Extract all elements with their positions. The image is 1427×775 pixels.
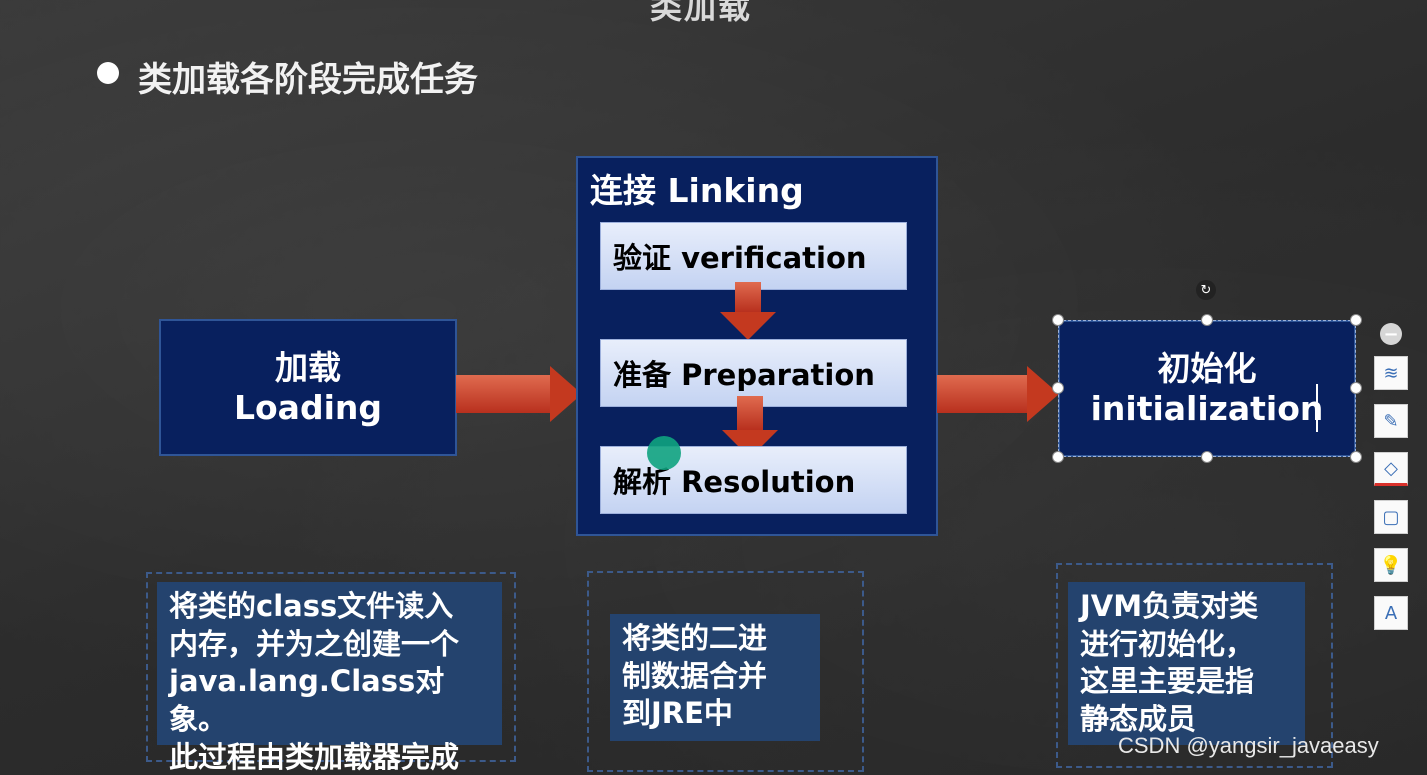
note-line: 将类的class文件读入	[169, 589, 454, 623]
resize-handle[interactable]	[1201, 314, 1213, 326]
slide-top-title: 类加载	[650, 0, 753, 26]
move-cursor-icon	[647, 436, 681, 470]
loading-note-frame	[146, 572, 516, 762]
lightbulb-icon[interactable]: 💡	[1374, 548, 1408, 582]
note-line: 此过程由类加载器完成	[169, 739, 460, 774]
preparation-step[interactable]: 准备 Preparation	[600, 339, 907, 407]
collapse-icon[interactable]: −	[1380, 323, 1402, 345]
note-line: 内存，并为之创建一个	[169, 626, 460, 661]
linking-note-frame	[587, 571, 864, 772]
linking-stage-box[interactable]: 连接 Linking 验证 verification 准备 Preparatio…	[576, 156, 938, 536]
loading-label-cn: 加载	[275, 347, 341, 387]
linking-title: 连接 Linking	[590, 171, 804, 210]
verification-label: 验证 verification	[613, 241, 867, 275]
bullet-icon	[97, 62, 119, 84]
resize-handle[interactable]	[1052, 451, 1064, 463]
note-line: java.lang.Class对象。	[169, 664, 445, 737]
note-line: 到JRE中	[622, 696, 733, 731]
init-note[interactable]: JVM负责对类 进行初始化， 这里主要是指 静态成员	[1068, 582, 1305, 745]
resize-handle[interactable]	[1201, 451, 1213, 463]
resize-handle[interactable]	[1350, 314, 1362, 326]
linking-note[interactable]: 将类的二进 制数据合并 到JRE中	[610, 614, 820, 741]
note-line: 这里主要是指	[1080, 664, 1255, 699]
arrow-right-icon	[937, 366, 1059, 422]
text-caret	[1316, 384, 1318, 432]
brush-icon[interactable]: ✎	[1374, 404, 1408, 438]
slide-heading: 类加载各阶段完成任务	[138, 60, 478, 100]
text-format-icon[interactable]: A	[1374, 596, 1408, 630]
note-line: 将类的二进	[622, 621, 768, 655]
frame-icon[interactable]: ▢	[1374, 500, 1408, 534]
initialization-label-cn: 初始化	[1157, 348, 1257, 388]
preparation-label: 准备 Preparation	[613, 358, 875, 392]
resize-handle[interactable]	[1052, 314, 1064, 326]
layers-icon[interactable]: ≋	[1374, 356, 1408, 390]
resolution-step[interactable]: 解析 Resolution	[600, 446, 907, 514]
resize-handle[interactable]	[1052, 382, 1064, 394]
loading-note[interactable]: 将类的class文件读入 内存，并为之创建一个 java.lang.Class对…	[157, 582, 502, 774]
selection-outline	[1058, 320, 1356, 457]
note-line: JVM负责对类	[1080, 589, 1259, 623]
resolution-label: 解析 Resolution	[613, 465, 856, 499]
fill-icon[interactable]: ◇	[1374, 452, 1408, 486]
loading-label-en: Loading	[233, 387, 383, 427]
watermark: CSDN @yangsir_javaeasy	[1118, 733, 1379, 758]
loading-stage-box[interactable]: 加载 Loading	[159, 319, 457, 456]
resize-handle[interactable]	[1350, 382, 1362, 394]
rotate-handle-icon[interactable]: ↻	[1196, 280, 1216, 300]
initialization-label-en: initialization	[1090, 388, 1324, 428]
verification-step[interactable]: 验证 verification	[600, 222, 907, 290]
resize-handle[interactable]	[1350, 451, 1362, 463]
init-note-frame	[1056, 563, 1333, 768]
arrow-down-icon	[720, 282, 776, 340]
note-line: 进行初始化，	[1080, 626, 1255, 661]
note-line: 静态成员	[1080, 702, 1197, 737]
arrow-right-icon	[456, 366, 582, 422]
note-line: 制数据合并	[622, 658, 768, 693]
